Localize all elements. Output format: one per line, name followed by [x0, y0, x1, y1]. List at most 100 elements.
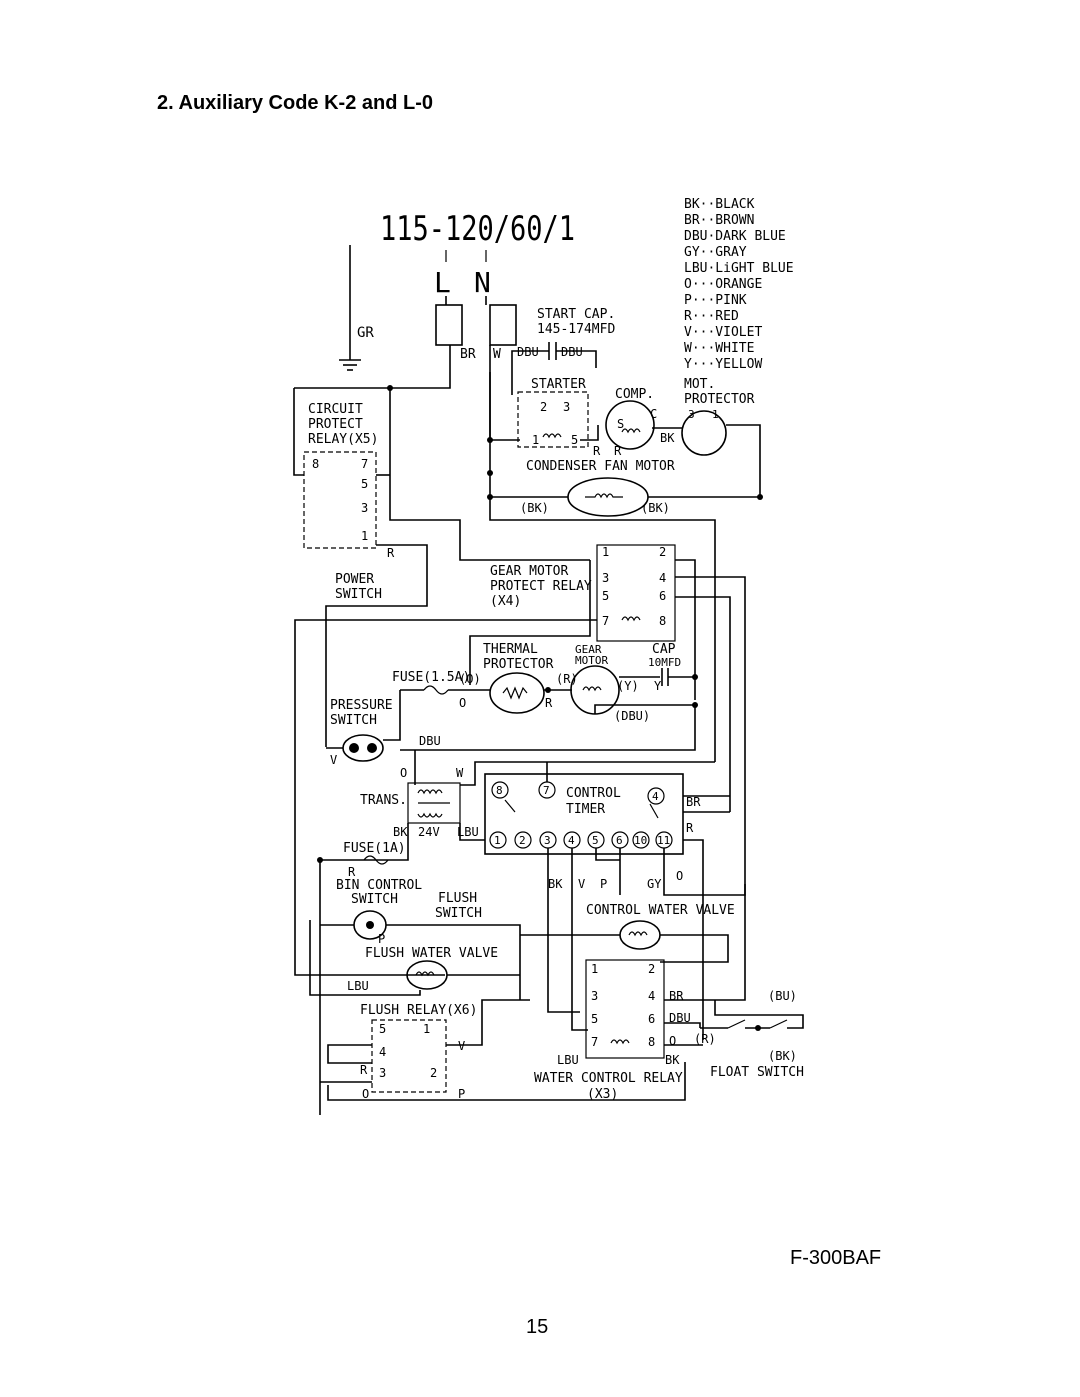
- svg-text:C: C: [650, 407, 657, 421]
- svg-text:4: 4: [652, 790, 659, 803]
- pressure-label: PRESSURE: [330, 698, 393, 713]
- wcr-wire-dbu: DBU: [669, 1011, 691, 1025]
- protector-label: PROTECTOR: [684, 392, 755, 407]
- flush-water-valve-label: FLUSH WATER VALVE: [365, 946, 498, 961]
- fuse-1a-wire-r: R: [348, 865, 356, 879]
- cap-label: CAP: [652, 642, 676, 657]
- flush-relay: [371, 1019, 447, 1093]
- svg-text:2: 2: [430, 1066, 437, 1080]
- x3-label: (X3): [587, 1087, 618, 1102]
- protect-relay-label: PROTECT RELAY: [490, 579, 592, 594]
- power-switch-label: SWITCH: [335, 587, 382, 602]
- wire-br-label: BR: [460, 347, 476, 362]
- gear-motor-protect-relay: [596, 544, 676, 642]
- timer-wire-p: P: [600, 877, 607, 891]
- svg-text:1: 1: [494, 834, 501, 847]
- flush-relay-wire-r: R: [360, 1063, 368, 1077]
- wcr-wire-bk: BK: [665, 1053, 680, 1067]
- fuse-1a-symbol: [363, 855, 389, 865]
- run-capacitor: [661, 668, 669, 686]
- svg-text:8: 8: [312, 457, 319, 471]
- water-control-relay-label: WATER CONTROL RELAY: [534, 1071, 683, 1086]
- legend-item: R···RED: [684, 309, 739, 324]
- control-timer: [484, 773, 684, 855]
- svg-text:5: 5: [571, 433, 578, 447]
- fuse-1a-label: FUSE(1A): [343, 841, 406, 856]
- fuse-wire-o: (O): [459, 672, 481, 686]
- relay-x5-wire-r: R: [387, 546, 395, 560]
- svg-text:2: 2: [648, 962, 655, 976]
- starter-relay: [517, 391, 589, 448]
- float-switch: [700, 1000, 804, 1031]
- gear-wire-y: (Y): [617, 679, 639, 693]
- legend-item: LBU·LiGHT BLUE: [684, 261, 794, 276]
- svg-text:6: 6: [616, 834, 623, 847]
- cap-value: 10MFD: [648, 656, 681, 669]
- svg-text:6: 6: [648, 1012, 655, 1026]
- float-wire-r: (R): [694, 1032, 716, 1046]
- control-water-valve-label: CONTROL WATER VALVE: [586, 903, 735, 918]
- svg-text:3: 3: [379, 1066, 386, 1080]
- svg-text:5: 5: [602, 589, 609, 603]
- svg-text:7: 7: [591, 1035, 598, 1049]
- legend-item: DBU·DARK BLUE: [684, 229, 786, 244]
- svg-text:8: 8: [648, 1035, 655, 1049]
- trans-wire-lbu: LBU: [457, 825, 479, 839]
- protect-label: PROTECT: [308, 417, 363, 432]
- svg-text:3: 3: [591, 989, 598, 1003]
- x4-label: (X4): [490, 594, 521, 609]
- timer-wire-v: V: [578, 877, 585, 891]
- legend-item: BK··BLACK: [684, 197, 755, 212]
- compressor-symbol: [605, 400, 655, 450]
- section-title: 2. Auxiliary Code K-2 and L-0: [157, 92, 433, 114]
- flush-label: FLUSH: [438, 891, 477, 906]
- transformer: [407, 782, 461, 824]
- motor-protector-symbol: [681, 410, 727, 456]
- mot-label: MOT.: [684, 377, 715, 392]
- flush-switch-wire-p: P: [378, 932, 385, 946]
- timer-wire-gy: GY: [647, 877, 662, 891]
- legend-item: V···VIOLET: [684, 325, 762, 340]
- bottom-wire-p: P: [458, 1087, 465, 1101]
- fuse-15a-label: FUSE(1.5A): [392, 670, 470, 685]
- comp-wire-bk: BK: [660, 431, 675, 445]
- fuse-15a-symbol: [423, 685, 449, 695]
- legend-item: GY··GRAY: [684, 245, 747, 260]
- svg-text:2: 2: [540, 400, 547, 414]
- start-cap-label: START CAP.: [537, 307, 615, 322]
- supply-voltage: 115-120/60/1: [380, 209, 575, 249]
- svg-text:2: 2: [519, 834, 526, 847]
- color-legend: BK··BLACK BR··BROWN DBU·DARK BLUE GY··GR…: [684, 197, 794, 372]
- svg-text:1: 1: [591, 962, 598, 976]
- legend-item: O···ORANGE: [684, 277, 762, 292]
- wire-w-label: W: [493, 347, 501, 362]
- power-label: POWER: [335, 572, 374, 587]
- flush-relay-label: FLUSH RELAY(X6): [360, 1003, 477, 1018]
- fan-wire-bk-left: (BK): [520, 501, 549, 515]
- svg-text:3: 3: [361, 501, 368, 515]
- wcr-wire-br: BR: [669, 989, 684, 1003]
- comp-wire-r2: R: [614, 444, 622, 458]
- line-n-block: [489, 304, 517, 346]
- motor-label: MOTOR: [575, 654, 608, 667]
- control-water-valve: [619, 920, 661, 950]
- line-l-label: L: [434, 266, 451, 299]
- comp-wire-r1: R: [593, 444, 601, 458]
- model-number: F-300BAF: [790, 1247, 882, 1269]
- gear-motor-label: GEAR MOTOR: [490, 564, 568, 579]
- bin-control-switch-label: SWITCH: [351, 892, 398, 907]
- legend-item: Y···YELLOW: [684, 357, 762, 372]
- fan-wire-bk-right: (BK): [641, 501, 670, 515]
- svg-text:6: 6: [659, 589, 666, 603]
- svg-text:3: 3: [563, 400, 570, 414]
- svg-text:5: 5: [592, 834, 599, 847]
- svg-text:3: 3: [688, 408, 695, 421]
- comp-label: COMP.: [615, 387, 654, 402]
- trans-wire-bk: BK: [393, 825, 408, 839]
- svg-text:4: 4: [379, 1045, 386, 1059]
- svg-text:4: 4: [568, 834, 575, 847]
- cap-wire-y: Y: [654, 679, 662, 693]
- timer-wire-r: R: [686, 821, 694, 835]
- svg-text:1: 1: [423, 1022, 430, 1036]
